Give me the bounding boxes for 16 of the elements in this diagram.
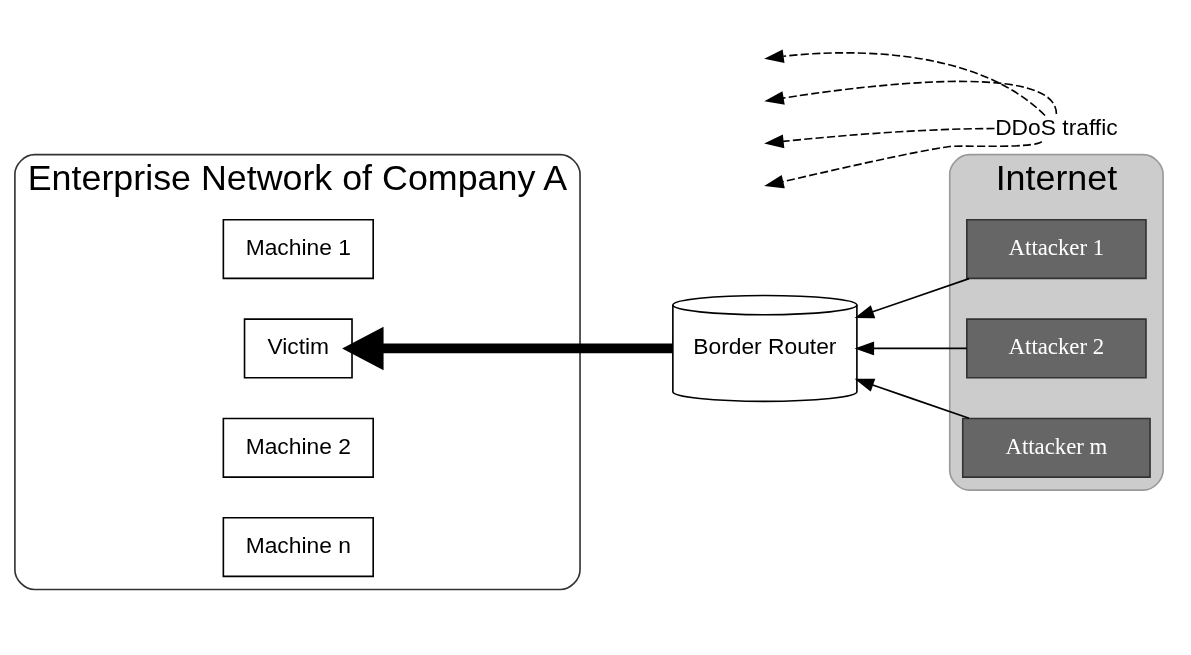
arrow — [764, 49, 1046, 117]
arrow — [764, 80, 1058, 115]
node-text: DDoS traffic — [995, 113, 1118, 140]
node-box: Attacker m — [961, 417, 1151, 478]
node-box: Attacker 1 — [966, 218, 1147, 280]
arrow — [764, 140, 1043, 189]
node-box: Machine 2 — [222, 417, 374, 478]
node-box: Victim — [243, 318, 353, 379]
node-box: Machine n — [222, 517, 374, 578]
arrow — [854, 277, 970, 319]
node-box: Machine 1 — [222, 218, 374, 280]
arrow — [854, 341, 968, 356]
node-box: Attacker 2 — [966, 318, 1147, 379]
arrow — [342, 326, 673, 371]
arrow — [854, 378, 970, 420]
arrow — [764, 127, 996, 149]
